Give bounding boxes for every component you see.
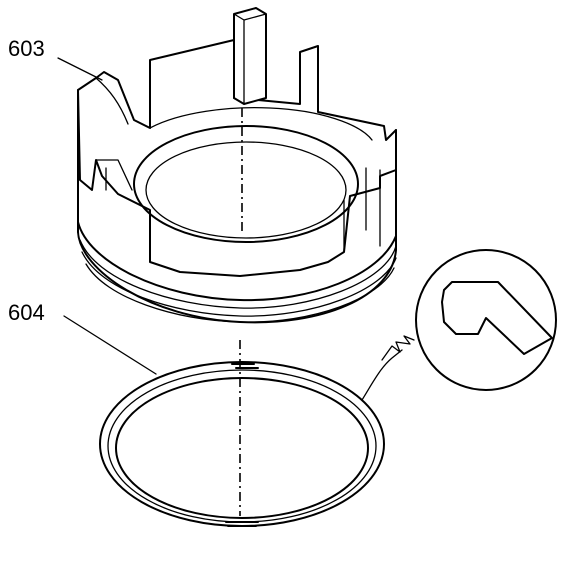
piston-inner-face [149, 107, 373, 141]
piston-inner-wall-left [105, 167, 151, 263]
seal-ring-hatch-bottom [225, 521, 259, 527]
piston-inner-bore [133, 125, 359, 243]
callout-leader-603 [57, 57, 103, 81]
callout-label-603: 603 [8, 36, 45, 61]
piston-groove-1 [79, 239, 397, 309]
seal-cross-section-profile [441, 281, 553, 355]
piston-part-603 [77, 7, 397, 324]
seal-ring-outer [99, 361, 385, 527]
detail-leader-tick [381, 335, 415, 361]
piston-groove-2 [81, 251, 397, 317]
detail-circle [415, 249, 557, 391]
seal-ring-part-604 [99, 361, 385, 527]
piston-groove-3 [85, 263, 395, 323]
seal-ring-mid [107, 369, 377, 523]
seal-ring-hatch-top [231, 363, 259, 369]
piston-notch [95, 77, 133, 191]
seal-ring-inner [115, 377, 369, 519]
callout-label-604: 604 [8, 300, 45, 325]
piston-inner-wall-right [343, 167, 381, 253]
detail-leader [361, 349, 403, 401]
piston-inner-bore-rim [145, 141, 347, 239]
piston-key-pin [233, 7, 267, 105]
callout-leader-604 [63, 315, 157, 375]
cross-section-detail [361, 249, 557, 401]
